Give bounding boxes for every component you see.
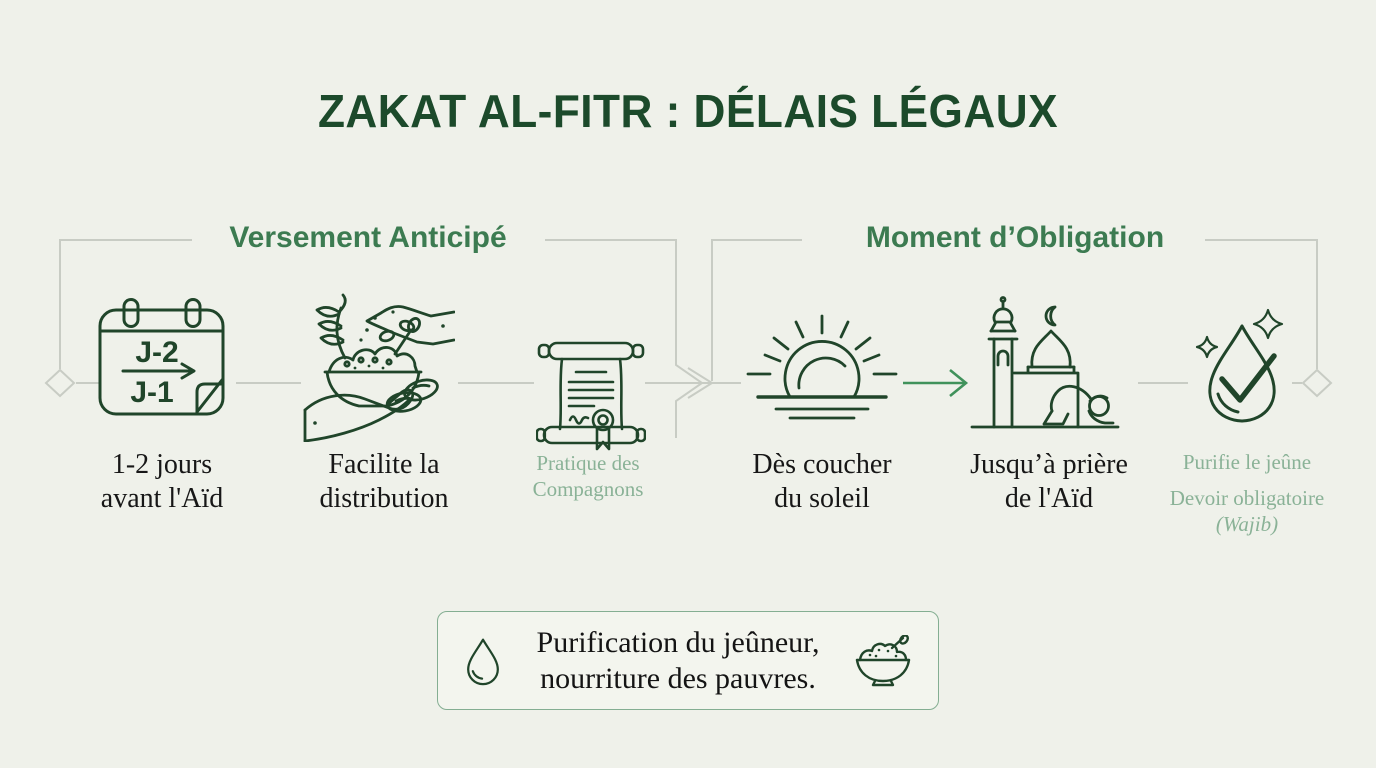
water-drop-icon <box>467 638 499 685</box>
giving-hand-bowl-icon <box>303 293 455 442</box>
scroll-icon <box>536 341 646 451</box>
summary-text: Purification du jeûneur, nourriture des … <box>536 625 820 695</box>
page-title: ZAKAT AL-FITR : DÉLAIS LÉGAUX <box>317 85 1059 137</box>
drop-check-icon <box>1195 308 1284 423</box>
diamond-end <box>1301 368 1333 398</box>
section-header-obligation: Moment d’Obligation <box>865 221 1165 254</box>
mosque-prayer-icon <box>970 296 1120 429</box>
section-header-versement: Versement Anticipé <box>229 221 507 254</box>
badge-bottom: J-1 <box>130 376 173 409</box>
calendar-icon: J-2 J-1 <box>98 298 225 416</box>
rice-bowl-icon <box>855 634 911 686</box>
badge-top: J-2 <box>135 336 178 369</box>
diamond-start <box>44 368 76 398</box>
summary-box: Purification du jeûneur, nourriture des … <box>437 611 939 710</box>
caption-step-6: Purifie le jeûne Devoir obligatoire (Waj… <box>1169 450 1325 536</box>
sunset-icon <box>746 314 898 420</box>
green-arrow-icon <box>903 368 969 398</box>
